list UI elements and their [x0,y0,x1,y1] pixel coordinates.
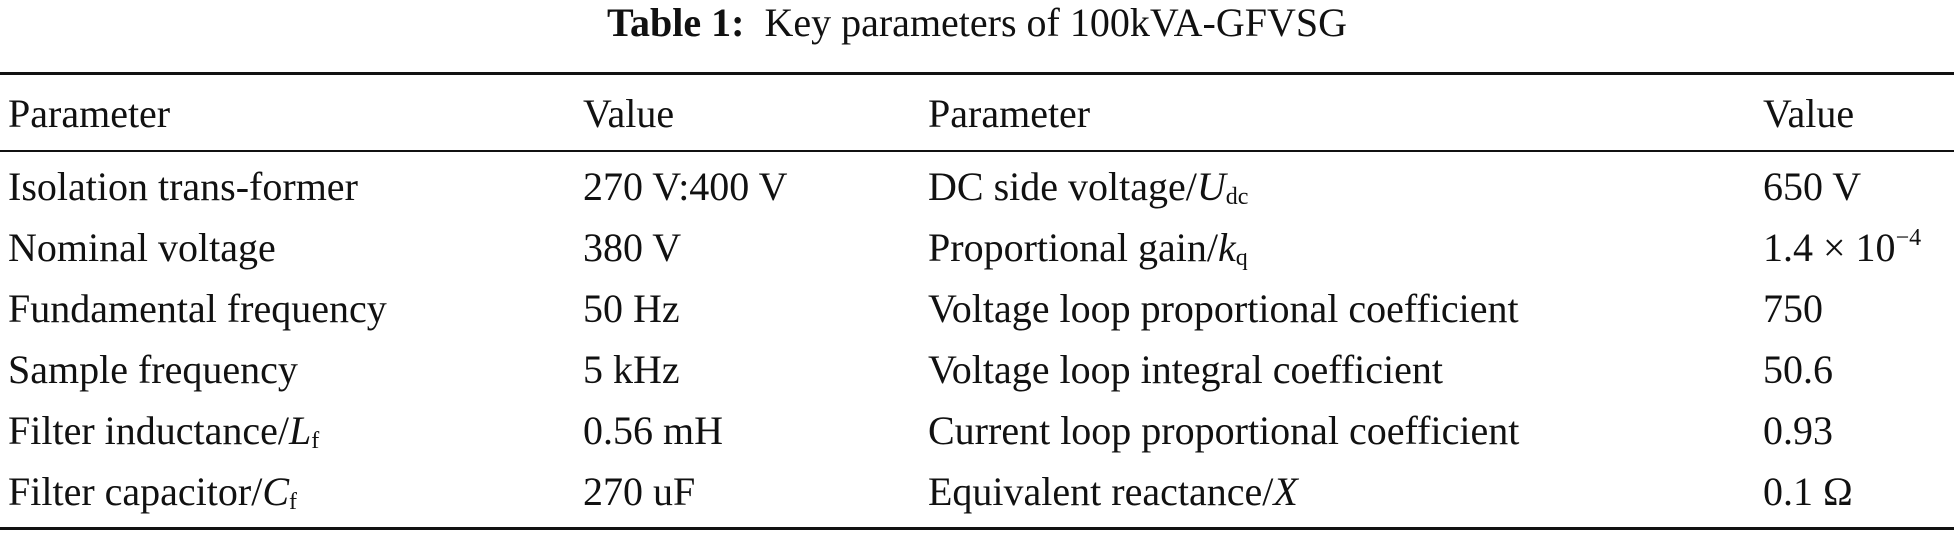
value-cell: 50 Hz [583,286,680,331]
parameter-subscript: q [1235,245,1248,271]
value-mantissa: 1.4 × 10 [1763,225,1896,270]
parameter-cell: Filter capacitor/Cf [0,461,575,522]
table-row: Isolation trans-former 270 V:400 V DC si… [0,148,1954,217]
parameter-text: Voltage loop proportional coefficient [928,286,1519,331]
header-value-right: Value [1763,90,1855,136]
table-row: Fundamental frequency 50 Hz Voltage loop… [0,278,1954,339]
parameter-symbol: L [289,408,312,453]
parameter-symbol: C [262,469,290,514]
parameter-cell: Filter inductance/Lf [0,400,575,461]
value-cell: 50.6 [1763,347,1833,392]
caption-label: Table 1: [607,0,745,45]
header-row: Parameter Value Parameter Value [0,78,1954,148]
value-cell: 1.4 × 10−4 [1755,217,1954,278]
parameter-text: Sample frequency [8,347,298,392]
parameter-subscript: dc [1225,184,1249,210]
header-parameter-right: Parameter [928,90,1091,136]
table-row: Filter capacitor/Cf 270 uF Equivalent re… [0,461,1954,522]
value-cell: 0.1 Ω [1763,469,1853,514]
parameter-text: Voltage loop integral coefficient [928,347,1444,392]
parameter-text: Equivalent reactance/ [928,469,1274,514]
value-cell: 5 kHz [583,347,680,392]
header-value-left: Value [583,90,675,136]
parameter-text: Nominal voltage [8,225,276,270]
parameter-symbol: X [1273,469,1298,514]
parameter-text: Filter inductance/ [8,408,290,453]
value-exponent: −4 [1895,225,1922,251]
value-cell: 0.56 mH [583,408,723,453]
parameter-text: Isolation trans-former [8,164,358,209]
parameter-subscript: f [311,428,320,454]
value-cell: 750 [1763,286,1823,331]
parameter-text: Current loop proportional coefficient [928,408,1520,453]
caption-text: Key parameters of 100kVA-GFVSG [764,0,1347,45]
parameter-cell: Voltage loop integral coefficient [920,339,1755,400]
parameter-cell: Isolation trans-former [0,148,575,217]
value-cell: 380 V [583,225,682,270]
parameter-cell: Equivalent reactance/X [920,461,1755,522]
bottom-rule [0,527,1954,530]
value-cell: 270 V:400 V [583,164,788,209]
parameter-symbol: U [1196,164,1226,209]
parameter-subscript: f [289,489,298,515]
value-cell: 0.93 [1763,408,1833,453]
parameter-text: DC side voltage/ [928,164,1197,209]
top-rule [0,72,1954,75]
table-row: Sample frequency 5 kHz Voltage loop inte… [0,339,1954,400]
table-caption: Table 1: Key parameters of 100kVA-GFVSG [0,0,1954,50]
table-row: Filter inductance/Lf 0.56 mH Current loo… [0,400,1954,461]
value-cell: 650 V [1763,164,1862,209]
table-row: Nominal voltage 380 V Proportional gain/… [0,217,1954,278]
parameter-text: Fundamental frequency [8,286,387,331]
header-parameter-left: Parameter [8,90,171,136]
parameter-cell: Proportional gain/kq [920,217,1755,278]
parameter-symbol: k [1217,225,1236,270]
parameter-cell: Fundamental frequency [0,278,575,339]
parameter-cell: DC side voltage/Udc [920,148,1755,217]
value-cell: 270 uF [583,469,696,514]
parameters-table: Parameter Value Parameter Value Isolatio… [0,78,1954,522]
header-rule [0,150,1954,152]
parameter-cell: Nominal voltage [0,217,575,278]
parameter-cell: Current loop proportional coefficient [920,400,1755,461]
parameter-cell: Sample frequency [0,339,575,400]
parameter-cell: Voltage loop proportional coefficient [920,278,1755,339]
parameter-text: Proportional gain/ [928,225,1218,270]
parameter-text: Filter capacitor/ [8,469,263,514]
